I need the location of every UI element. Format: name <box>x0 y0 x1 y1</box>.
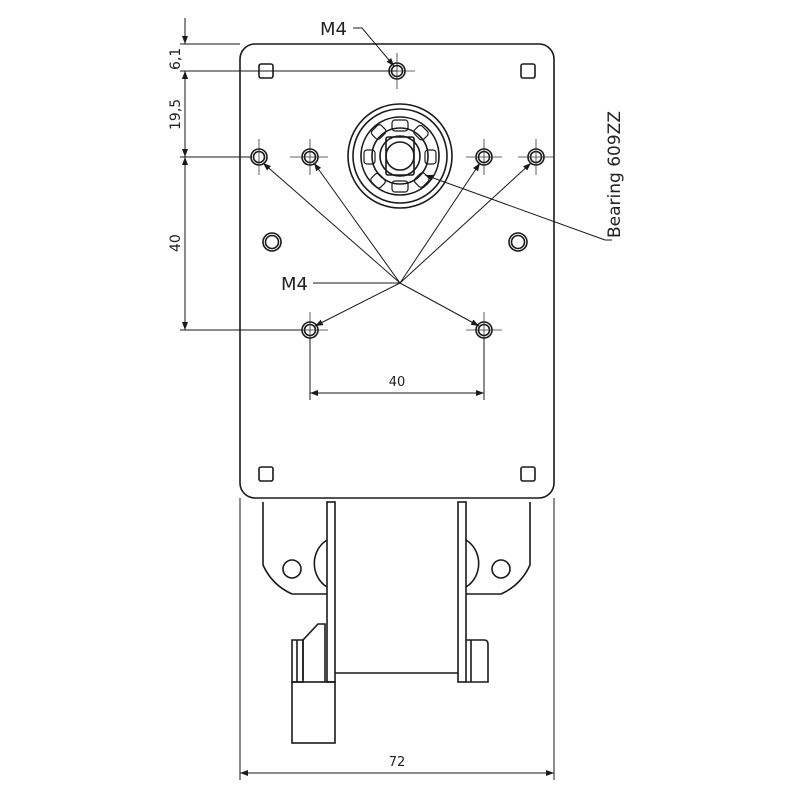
mounting-holes-label: M4 <box>281 274 308 295</box>
dim-6-1: 6,1 <box>168 48 184 70</box>
top-hole-label: M4 <box>320 19 347 40</box>
mounting-plate <box>239 43 555 499</box>
width-dimension-72 <box>239 498 555 780</box>
gear-motor-body <box>262 501 531 744</box>
bearing-label: Bearing 609ZZ <box>605 111 625 238</box>
horizontal-dimension-40 <box>309 338 485 400</box>
dim-72: 72 <box>389 755 406 770</box>
m4-holes <box>250 53 554 348</box>
dim-19-5: 19,5 <box>168 99 184 130</box>
bearing-609zz <box>347 103 453 209</box>
plain-holes <box>262 232 528 252</box>
dim-40-vertical: 40 <box>168 234 184 252</box>
leaders <box>262 27 612 327</box>
vertical-dimensions <box>180 18 397 331</box>
square-holes <box>258 63 536 482</box>
dim-40-horizontal: 40 <box>389 375 406 390</box>
